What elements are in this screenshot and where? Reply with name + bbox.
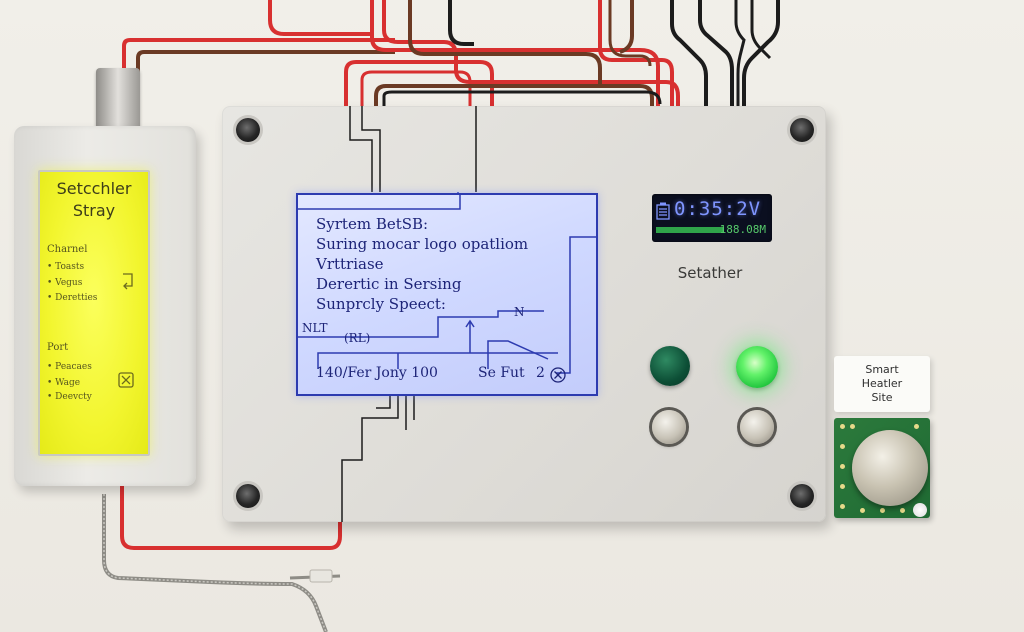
solder-pad xyxy=(850,424,855,429)
green-button[interactable] xyxy=(650,346,690,386)
screw xyxy=(236,484,260,508)
section-heading: Port xyxy=(47,342,69,353)
solder-pad xyxy=(840,424,845,429)
screw xyxy=(236,118,260,142)
list-item: • Deretties xyxy=(47,293,98,303)
oled-time: 0:35:2V xyxy=(674,198,762,220)
solder-pad xyxy=(860,508,865,513)
battery-icon xyxy=(656,202,670,224)
brown-wire xyxy=(619,0,634,54)
lcd-line-1: Syrtem BetSB: xyxy=(316,215,429,233)
list-item: • Vegus xyxy=(47,278,83,288)
lcd-label-n: N xyxy=(514,305,525,319)
close-box-icon xyxy=(118,372,134,392)
list-item: • Peacaes xyxy=(47,362,92,372)
red-wire xyxy=(268,0,372,36)
oled-display: 0:35:2V 188.08M xyxy=(652,194,772,242)
brown-wire xyxy=(136,50,395,80)
list-item: • Wage xyxy=(47,378,81,388)
solder-pad xyxy=(900,508,905,513)
list-item: • Deevcty xyxy=(47,392,92,402)
lcd-bottom-right: 2 xyxy=(536,365,545,381)
metal-push-button-right[interactable] xyxy=(740,410,774,444)
lcd-label-nlt: NLT xyxy=(302,321,328,335)
solder-pad xyxy=(880,508,885,513)
black-wire xyxy=(670,0,708,106)
screw xyxy=(790,118,814,142)
heater-label-line-1: Smart xyxy=(865,363,899,376)
screw xyxy=(790,484,814,508)
list-item: • Toasts xyxy=(47,262,85,272)
black-wire xyxy=(734,0,746,106)
black-wire xyxy=(448,0,474,46)
sync-arrow-icon xyxy=(120,272,136,294)
red-wire xyxy=(344,60,494,106)
white-led xyxy=(913,503,927,517)
title-line-1: Setcchler xyxy=(56,179,132,198)
red-wire xyxy=(360,70,472,106)
lcd-bottom-mid: Se Fut xyxy=(478,365,525,381)
solder-pad xyxy=(840,484,845,489)
solder-pad xyxy=(914,424,919,429)
title-line-2: Stray xyxy=(72,201,116,220)
close-circle-icon xyxy=(550,367,566,387)
lcd-label-rl: (RL) xyxy=(344,331,371,345)
red-wire xyxy=(598,0,674,106)
oled-level-bar xyxy=(656,227,724,233)
red-wire xyxy=(120,486,342,550)
cable-connector xyxy=(96,68,140,130)
metal-push-button-left[interactable] xyxy=(652,410,686,444)
black-wire xyxy=(698,0,734,106)
oled-subvalue: 188.08M xyxy=(719,223,766,236)
lcd-schematic xyxy=(298,195,596,374)
section-heading: Charnel xyxy=(47,244,88,255)
lcd-line-2: Suring mocar logo opatliom xyxy=(316,235,529,253)
yellow-display-title: Setcchler Stray xyxy=(40,178,148,222)
lcd-line-5: Sunprcly Speect: xyxy=(316,295,446,313)
rotary-knob[interactable] xyxy=(852,430,928,506)
black-wire xyxy=(382,90,662,106)
solder-pad xyxy=(840,504,845,509)
panel-label: Setather xyxy=(677,264,743,282)
red-wire xyxy=(122,38,395,80)
brown-wire xyxy=(608,0,652,67)
yellow-display: Setcchler Stray Charnel • Toasts • Vegus… xyxy=(38,170,150,456)
solder-pad xyxy=(840,444,845,449)
heater-label-line-3: Site xyxy=(871,391,893,404)
lcd-bottom-left: 140/Fer Jony 100 xyxy=(316,365,438,381)
heater-label-line-2: Heatler xyxy=(861,377,903,390)
solder-pad xyxy=(840,464,845,469)
lcd-screen: Syrtem BetSB: Suring mocar logo opatliom… xyxy=(296,193,598,396)
lcd-line-4: Derertic in Sersing xyxy=(316,275,462,293)
heater-label-card: Smart Heatler Site xyxy=(834,356,930,412)
brown-wire xyxy=(408,0,602,84)
black-wire xyxy=(750,0,772,60)
lcd-line-3: Vrttriase xyxy=(316,255,384,273)
status-led-button[interactable] xyxy=(736,346,778,388)
